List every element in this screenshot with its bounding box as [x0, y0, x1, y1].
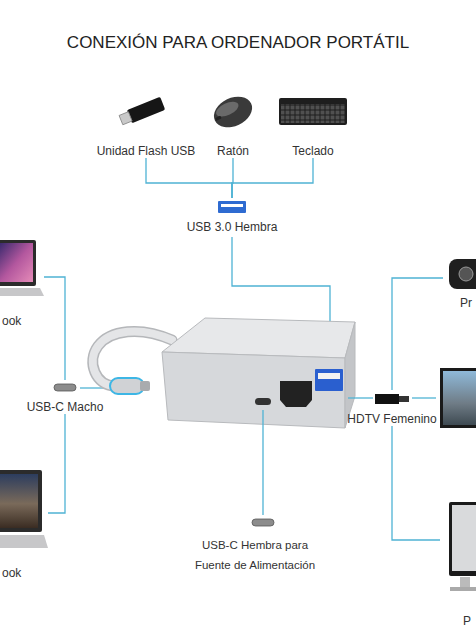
- device-node: Pr: [443, 255, 476, 310]
- device-label: HDTV Femenino: [347, 412, 436, 426]
- connector-line: [392, 278, 443, 390]
- leader-line: [412, 397, 436, 398]
- leader-line: [262, 410, 263, 515]
- leader-line: [348, 397, 373, 398]
- mouse-icon: [209, 91, 257, 133]
- laptop-base: [0, 288, 44, 296]
- flash-drive-body: [127, 97, 166, 123]
- hdmi-port: [280, 381, 312, 407]
- laptop-display: [0, 243, 33, 282]
- projector-lens: [459, 267, 473, 281]
- connector-line: [48, 414, 65, 513]
- monitor-foot: [450, 587, 476, 591]
- diagram-title: CONEXIÓN PARA ORDENADOR PORTÁTIL: [0, 33, 476, 53]
- usb-c-port: [255, 398, 271, 405]
- usb-a-tongue: [318, 373, 340, 379]
- flash-drive-icon: [118, 97, 165, 127]
- device-label: P: [463, 614, 471, 628]
- monitor-stand: [460, 577, 470, 587]
- device-node: ook: [0, 236, 44, 328]
- device-label: Teclado: [292, 144, 333, 158]
- device-label: Ratón: [217, 144, 249, 158]
- mouse-body: [209, 91, 257, 133]
- laptop-display: [0, 474, 38, 528]
- device-node: Teclado: [275, 90, 351, 158]
- connector-line: [44, 277, 65, 380]
- laptop-screen: [0, 240, 36, 286]
- laptop-screen: [0, 470, 42, 532]
- mouse-wheel: [215, 116, 222, 121]
- projector-icon: [449, 259, 476, 289]
- device-label: ook: [2, 566, 21, 580]
- device-node: HDTV Femenino: [344, 390, 440, 426]
- device-node: P: [440, 500, 476, 628]
- usb-port-icon: [218, 201, 246, 213]
- usb-c-plug-tip: [140, 381, 150, 391]
- connector-line: [232, 158, 313, 198]
- usb-c-connector-icon: [54, 384, 76, 391]
- tv-icon: [440, 368, 476, 428]
- device-node: Ratón: [205, 90, 261, 158]
- device-label: Unidad Flash USB: [97, 144, 196, 158]
- monitor-screen: [452, 505, 476, 571]
- usb-a-port: [315, 369, 343, 391]
- device-label: Pr: [460, 296, 472, 310]
- usb-c-plug: [110, 378, 144, 394]
- hdmi-connector-icon: [375, 394, 399, 404]
- device-node: USB-C Macho: [22, 380, 108, 414]
- connector-line: [392, 426, 440, 540]
- device-node: ook: [0, 466, 48, 580]
- adapter-top: [162, 318, 355, 358]
- device-label: ook: [2, 314, 21, 328]
- hdmi-connector-tip: [399, 396, 409, 402]
- device-label: USB 3.0 Hembra: [187, 220, 278, 234]
- adapter-front: [162, 352, 345, 428]
- keyboard-icon: [279, 98, 347, 125]
- tv-screen: [443, 371, 476, 425]
- monitor-icon: [449, 502, 476, 576]
- mouse-highlight: [214, 99, 241, 120]
- connector-line: [146, 158, 232, 198]
- device-node: USB 3.0 Hembra: [175, 198, 289, 234]
- device-label: USB-C Macho: [27, 400, 104, 414]
- laptop-base: [0, 535, 48, 548]
- keyboard-keys: [281, 104, 345, 123]
- flash-drive-tip: [119, 112, 132, 125]
- device-node: Unidad Flash USB: [90, 90, 202, 158]
- usb-port-tongue: [221, 204, 243, 207]
- port-label: USB-C Hembra para Fuente de Alimentación: [192, 535, 318, 575]
- usb-c-connector-icon: [252, 519, 274, 526]
